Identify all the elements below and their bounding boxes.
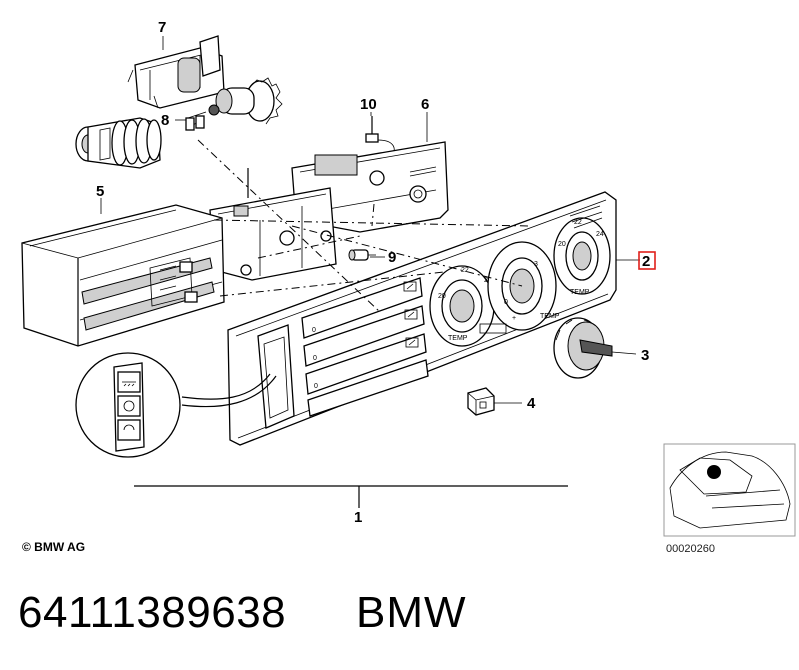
part-5-housing-box (21, 204, 225, 347)
svg-text:0: 0 (313, 355, 317, 362)
callout-4: 4 (527, 395, 536, 412)
part-4-push-button (467, 387, 495, 416)
part-6-mounting-frame (209, 141, 449, 281)
svg-text:24: 24 (596, 231, 604, 238)
button-detail-inset (75, 352, 277, 458)
svg-text:TEMP: TEMP (448, 335, 468, 342)
assembly-axis-lines (197, 139, 531, 313)
callout-2: 2 (642, 253, 650, 270)
part-1-front-panel: 0 0 0 20 22 24 TEMP 0 + 3 TEMP (227, 191, 617, 446)
copyright-label: © BMW AG (22, 540, 86, 554)
svg-text:22: 22 (574, 219, 582, 226)
svg-text:0: 0 (312, 327, 316, 334)
callout-8: 8 (161, 112, 169, 129)
callout-5: 5 (96, 183, 104, 200)
svg-text:0: 0 (314, 383, 318, 390)
callout-2-highlight-box (638, 251, 656, 270)
part-3-rotary-knob (553, 317, 613, 379)
callout-6: 6 (421, 96, 429, 113)
vehicle-location-thumbnail (663, 443, 796, 537)
leader-lines (100, 36, 640, 508)
part-9-bulb (348, 249, 376, 261)
callout-10: 10 (360, 96, 377, 113)
callout-7: 7 (158, 19, 166, 36)
callout-3: 3 (641, 347, 649, 364)
part-number: 64111389638 (18, 588, 287, 637)
svg-text:TEMP: TEMP (540, 313, 560, 320)
brand-name: BMW (356, 588, 467, 637)
svg-text:20: 20 (438, 293, 446, 300)
temperature-dial-right: 20 22 24 TEMP (553, 217, 611, 296)
part-8-rotary-control (75, 117, 162, 169)
svg-text:0: 0 (504, 299, 508, 306)
callout-1: 1 (354, 509, 362, 526)
temperature-dial-left: 20 22 24 TEMP (429, 265, 495, 347)
part-7-switch-housing (127, 35, 225, 109)
callout-9: 9 (388, 249, 396, 266)
exploded-parts-diagram: 0 0 0 20 22 24 TEMP 0 + 3 TEMP (21, 19, 796, 537)
svg-text:3: 3 (534, 261, 538, 268)
diagram-reference-code: 00020260 (666, 543, 715, 555)
svg-text:20: 20 (558, 241, 566, 248)
svg-text:22: 22 (461, 267, 469, 274)
svg-text:+: + (512, 315, 516, 322)
part-7-rotary-knob (185, 77, 283, 131)
svg-text:TEMP: TEMP (570, 289, 590, 296)
